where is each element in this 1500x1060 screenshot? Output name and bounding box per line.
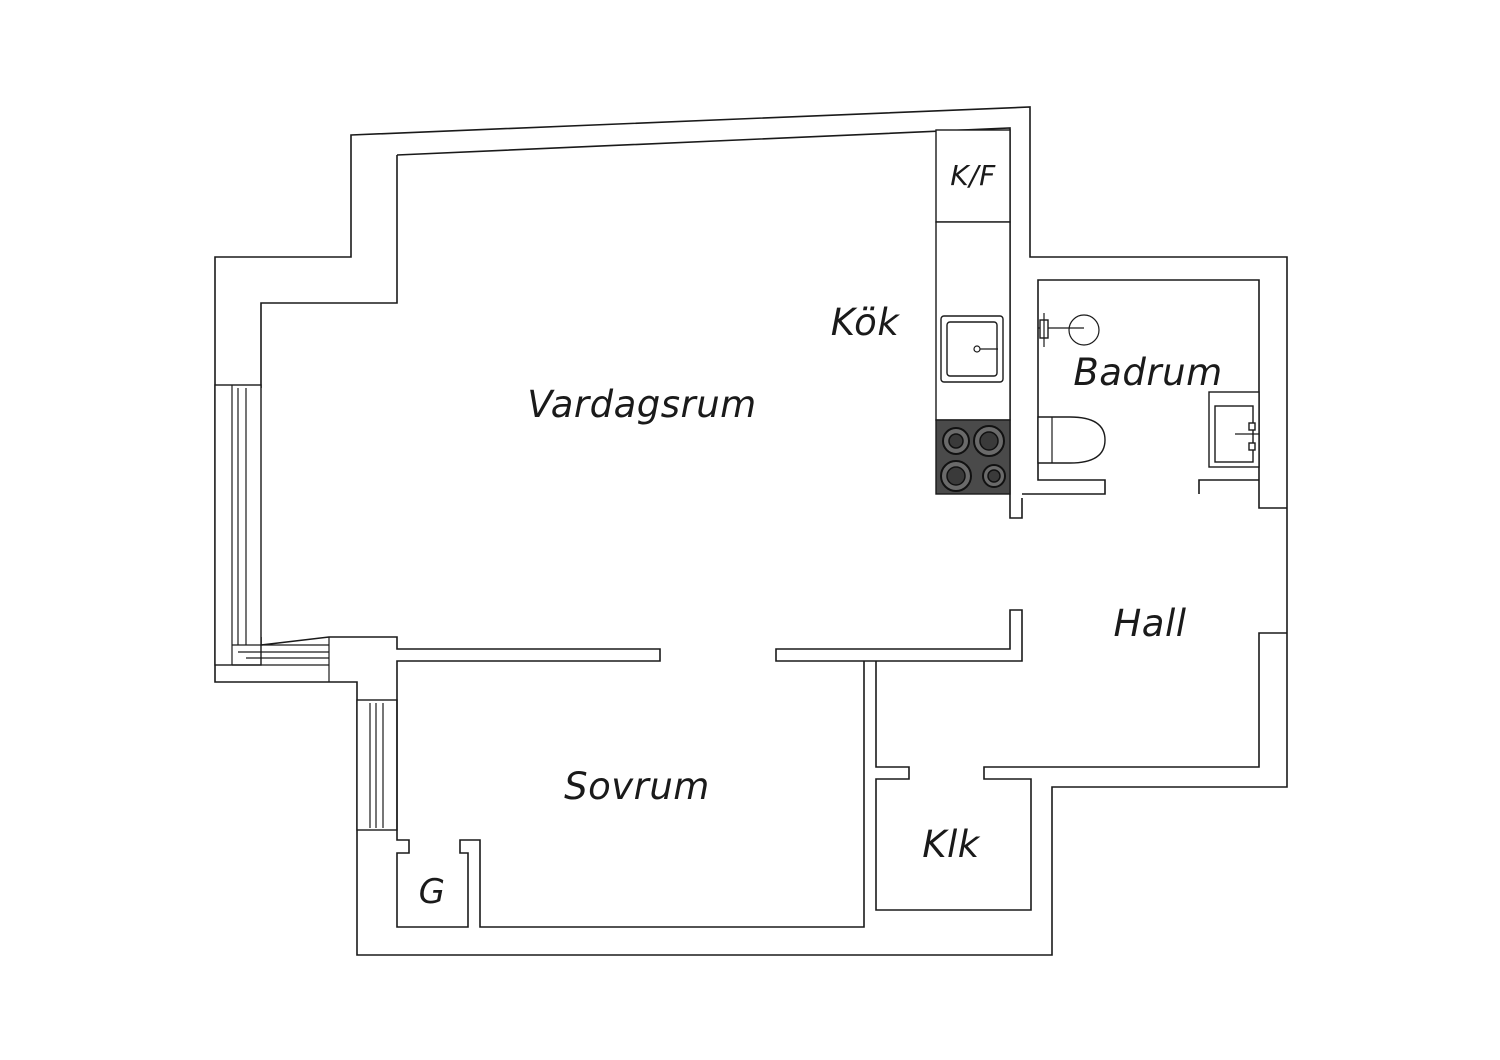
room-label-badrum: Badrum: [1073, 351, 1222, 394]
bedroom-window: [356, 699, 398, 831]
room-label-klk: Klk: [922, 823, 981, 866]
stove-icon: [935, 419, 1011, 495]
washbasin-icon: [1208, 391, 1260, 468]
room-label-vardagsrum: Vardagsrum: [527, 383, 756, 426]
room-label-hall: Hall: [1113, 602, 1186, 645]
bedroom-walls: [396, 661, 865, 928]
west-window: [214, 384, 330, 682]
room-label-g: G: [419, 872, 446, 912]
room-label-kok: Kök: [831, 301, 901, 344]
hall-walls: [875, 279, 1287, 911]
shower-icon: [1038, 313, 1100, 347]
outer-walls: [214, 106, 1288, 956]
living-room-walls: [260, 127, 1023, 690]
room-label-kf: K/F: [950, 159, 996, 192]
toilet-icon: [1037, 416, 1106, 464]
kitchen-sink-icon: [940, 315, 1004, 383]
room-label-sovrum: Sovrum: [564, 765, 710, 808]
